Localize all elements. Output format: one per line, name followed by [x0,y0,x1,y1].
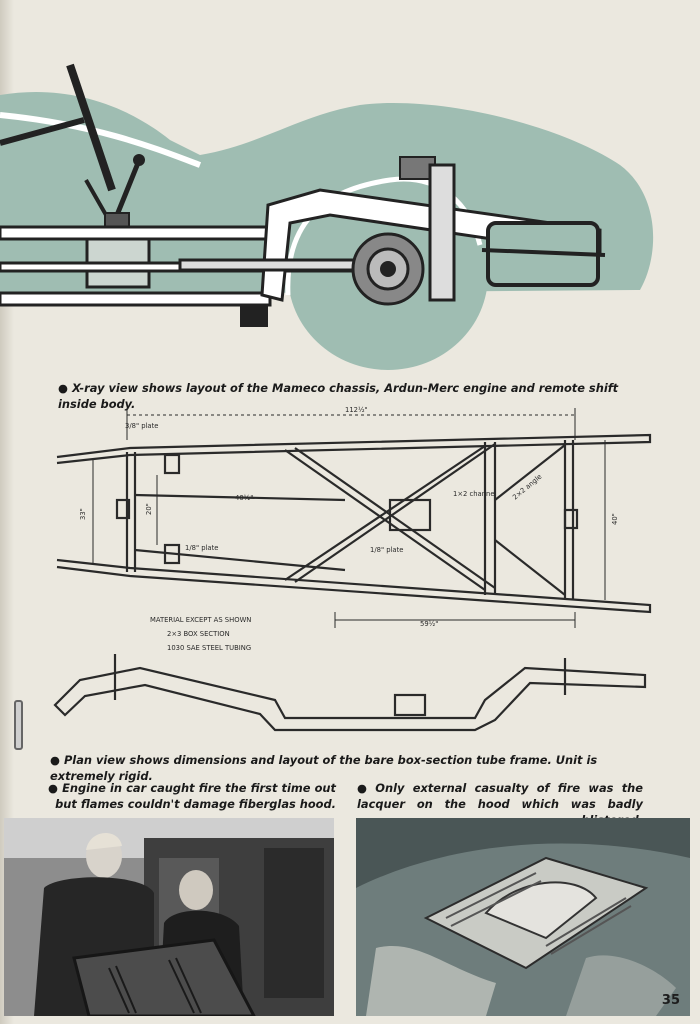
page-number: 35 [661,993,680,1008]
material-line-3: 1030 SAE STEEL TUBING [167,644,251,652]
xray-caption-text: X-ray view shows layout of the Mameco ch… [58,381,619,411]
dim-plate-center: 1/8" plate [370,546,403,554]
material-line-1: MATERIAL EXCEPT AS SHOWN [150,616,251,624]
dim-overall-length: 112½" [345,406,368,414]
bullet-icon: ● [50,753,60,767]
dim-inner-length: 40½" [235,494,253,502]
xray-chassis-illustration [0,63,654,370]
dim-plate-top: 3/8" plate [125,422,158,430]
bullet-icon: ● [357,781,372,795]
dim-bottom-length: 59½" [420,620,438,628]
plan-caption-text: Plan view shows dimensions and layout of… [50,753,598,783]
dim-width-right: 40" [611,513,619,525]
bullet-icon: ● [48,781,59,795]
dim-channel: 1×2 channel [453,490,497,498]
fire-right-caption: ●Only external casualty of fire was the … [357,780,643,828]
fire-left-caption: ●Engine in car caught fire the first tim… [48,780,336,812]
plan-caption: ●Plan view shows dimensions and layout o… [50,752,650,784]
plan-view-diagram: 112½" 3/8" plate 40½" 1×2 channel 2×2 an… [53,406,652,732]
dim-plate-left: 1/8" plate [185,544,218,552]
dim-angle: 2×2 angle [511,473,543,502]
staple-bottom [14,700,23,750]
material-line-2: 2×3 BOX SECTION [167,630,230,638]
xray-caption: ●X-ray view shows layout of the Mameco c… [58,380,658,412]
photo-blistered-hood [356,818,690,1016]
dim-width-inner: 20" [145,503,153,515]
photo-men-with-hood [4,818,334,1016]
fire-left-caption-text: Engine in car caught fire the first time… [55,781,336,811]
fire-right-caption-text: Only external casualty of fire was the l… [357,781,643,827]
dim-width-left: 33" [79,508,87,520]
bullet-icon: ● [58,381,68,395]
